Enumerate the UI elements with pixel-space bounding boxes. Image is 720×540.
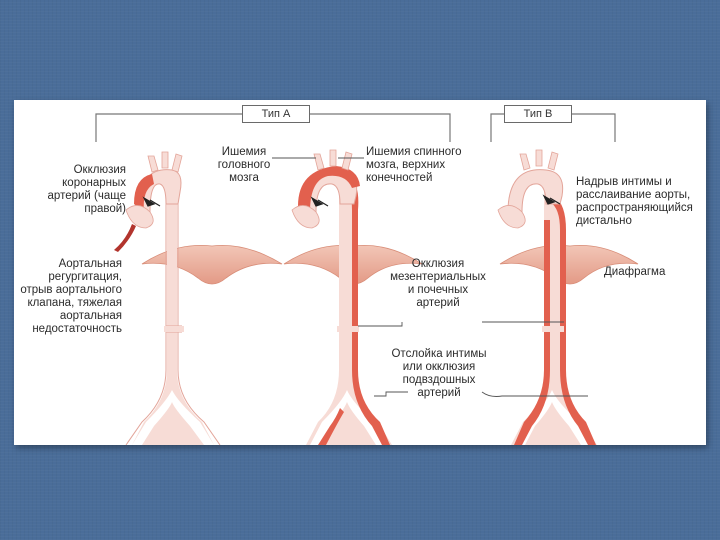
type-a-bracket bbox=[95, 113, 451, 142]
type-b-label: Тип В bbox=[504, 105, 572, 123]
type-b-bracket bbox=[490, 113, 616, 142]
diagram-panel: Тип А Тип В Окклюзия коронарных артерий … bbox=[14, 100, 706, 445]
label-spinal-ischemia: Ишемия спинного мозга, верхних конечност… bbox=[366, 146, 462, 184]
label-brain-ischemia: Ишемия головного мозга bbox=[217, 146, 271, 184]
label-intima-tear: Надрыв интимы и расслаивание аорты, расп… bbox=[576, 176, 693, 227]
aorta-type-a-full bbox=[283, 149, 423, 445]
aorta-type-b bbox=[497, 149, 639, 445]
leader-lines bbox=[272, 157, 588, 397]
label-intima-detachment: Отслойка интимы или окклюзия подвздошных… bbox=[391, 348, 487, 399]
label-mesenteric-occlusion: Окклюзия мезентериальных и почечных арте… bbox=[390, 258, 486, 309]
label-aortic-regurgitation: Аортальная регургитация, отрыв аортально… bbox=[20, 258, 122, 335]
label-coronary-occlusion: Окклюзия коронарных артерий (чаще правой… bbox=[47, 164, 126, 215]
label-diaphragm: Диафрагма bbox=[604, 266, 666, 278]
diaphragm-shape bbox=[141, 245, 283, 285]
aorta-type-a-proximal bbox=[114, 151, 283, 445]
aorta-diagram bbox=[95, 113, 639, 445]
type-a-label: Тип А bbox=[242, 105, 310, 123]
